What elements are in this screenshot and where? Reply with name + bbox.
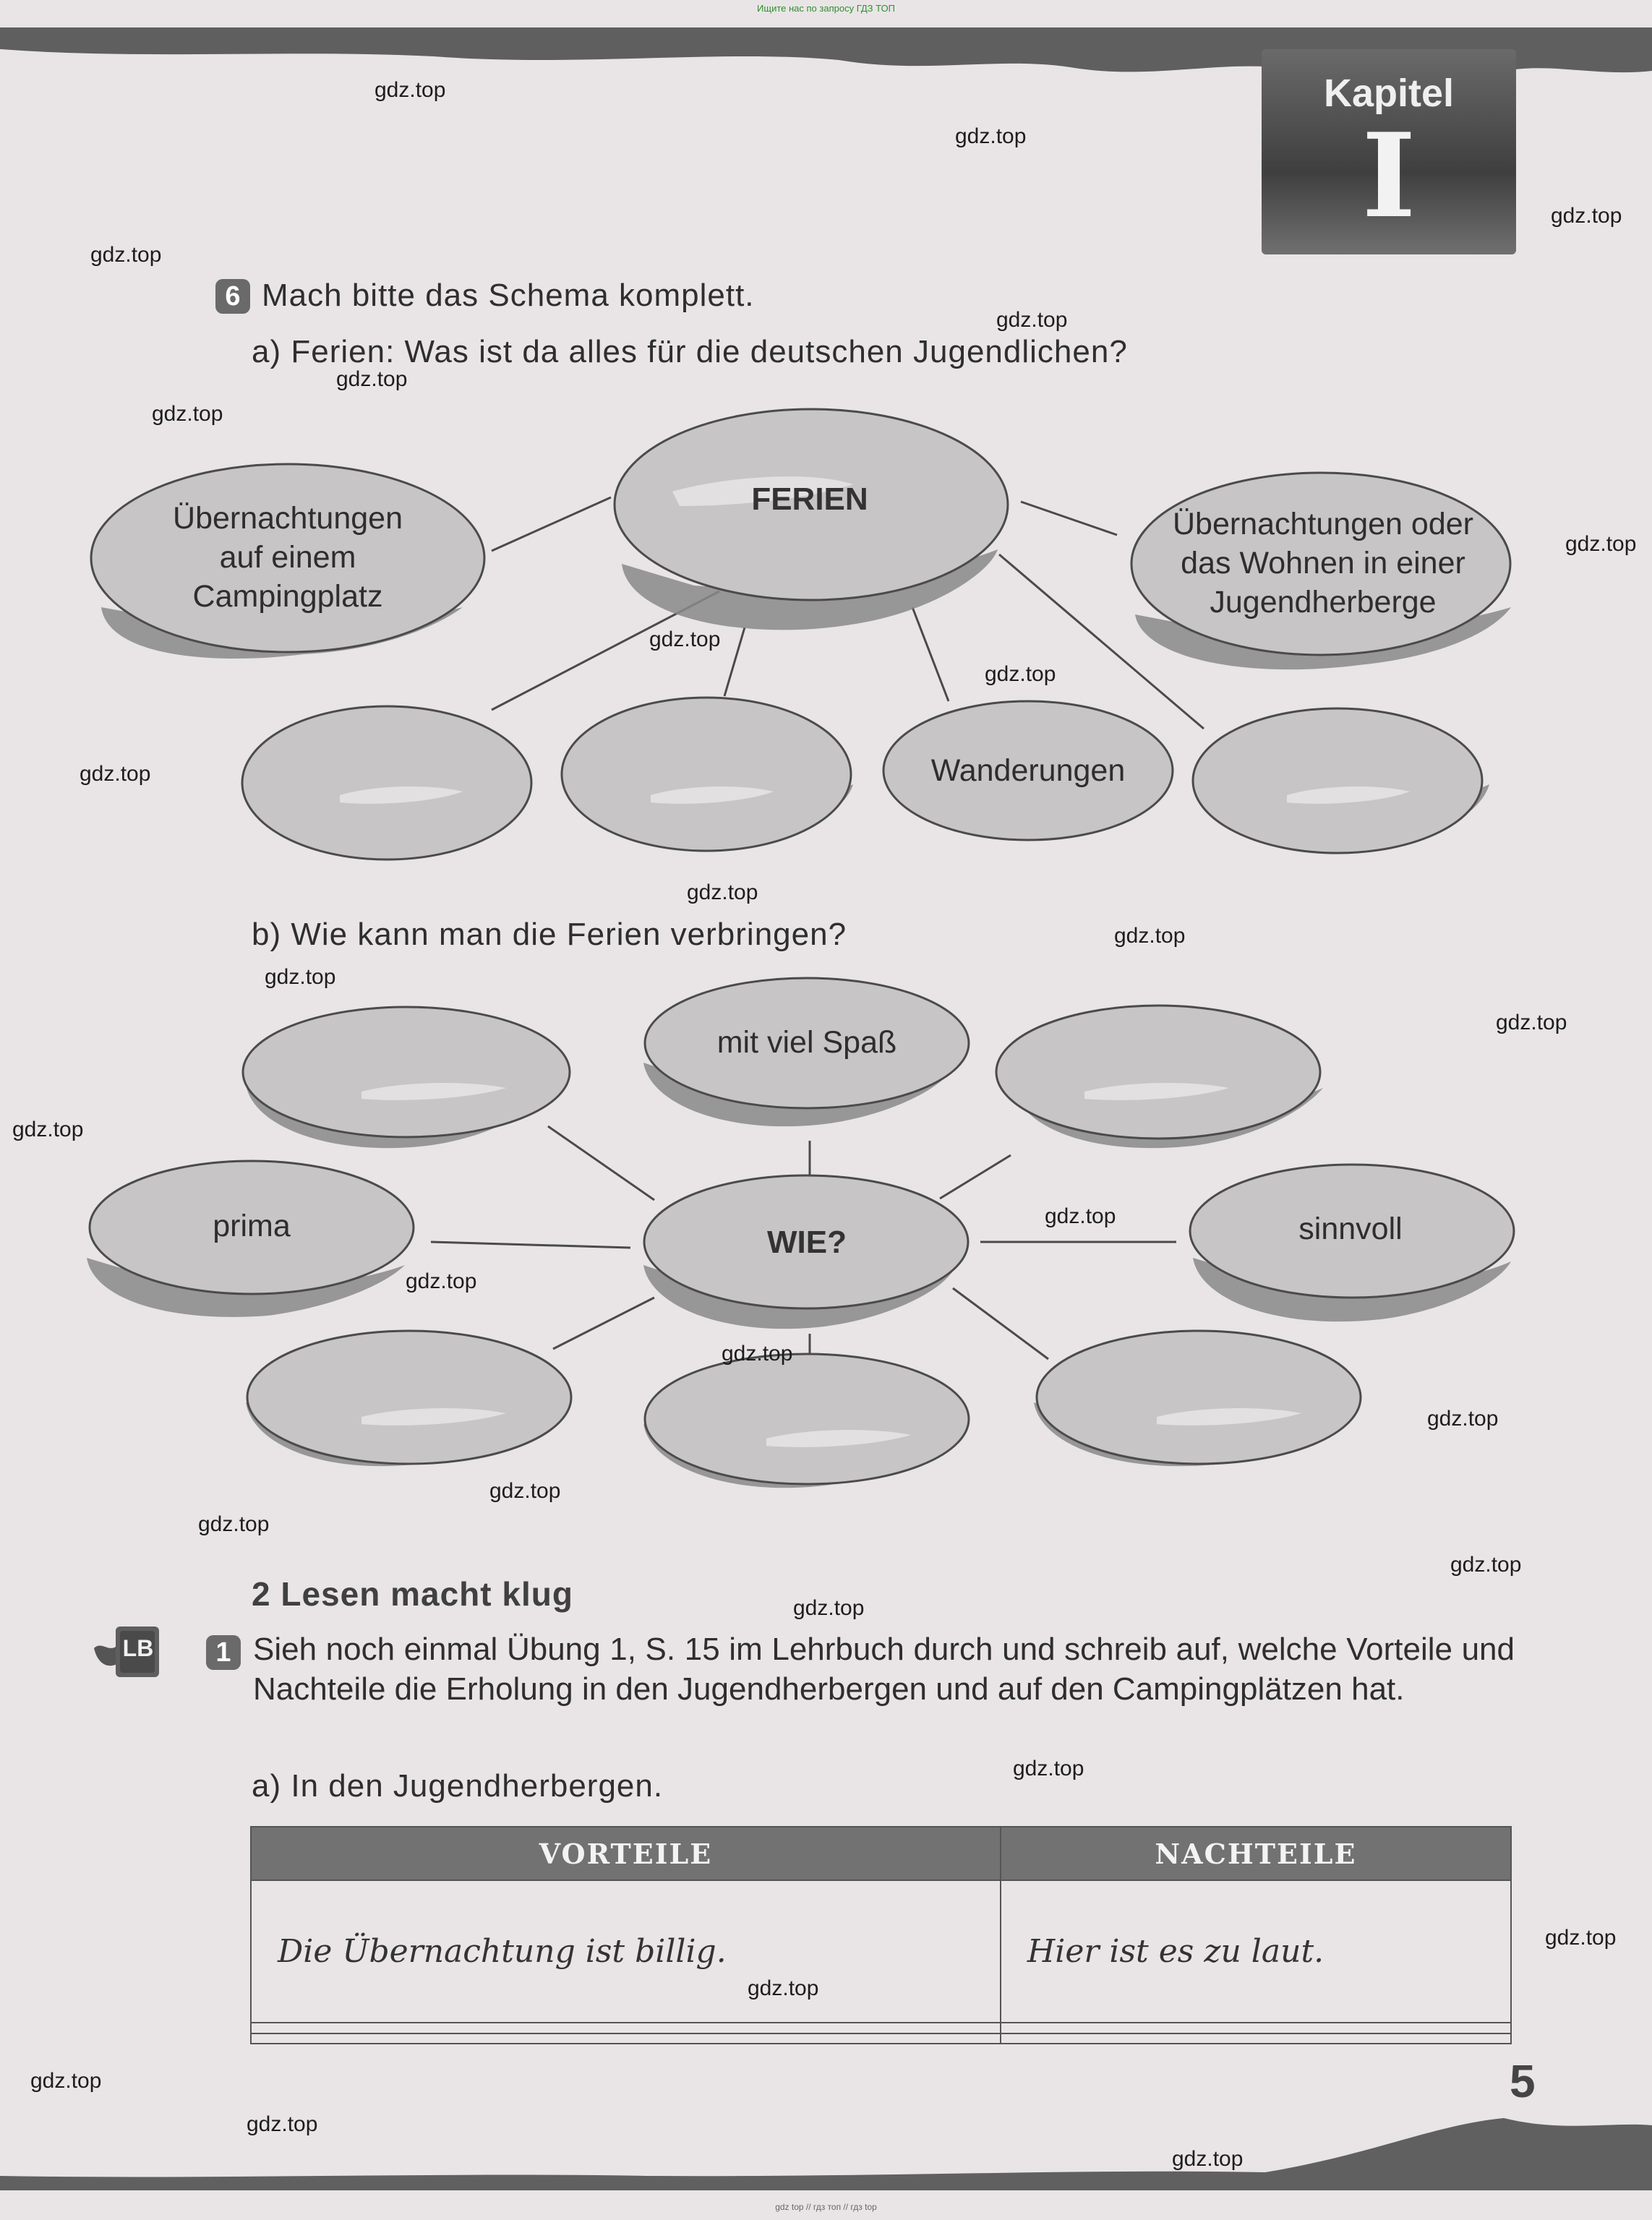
lb-badge: LB [122, 1635, 154, 1661]
watermark: gdz.top [336, 367, 408, 391]
watermark: gdz.top [406, 1269, 477, 1293]
watermark: gdz.top [649, 627, 721, 651]
task-1a-prompt: a) In den Jugendherbergen. [252, 1768, 664, 1804]
bubble-ferien-center: FERIEN [751, 481, 868, 517]
torn-paper-top [0, 27, 1652, 80]
header-vorteile: VORTEILE [250, 1826, 1001, 1881]
bubble-wie-center: WIE? [767, 1225, 847, 1260]
bubble-sinnvoll: sinnvoll [1298, 1212, 1403, 1246]
nachteil-cell[interactable] [999, 2032, 1512, 2045]
nachteil-cell[interactable] [999, 2022, 1512, 2034]
watermark: gdz.top [748, 1976, 819, 2000]
watermark: gdz.top [687, 880, 758, 904]
watermark: gdz.top [12, 1118, 84, 1141]
watermark: gdz.top [955, 124, 1027, 148]
bottom-note: gdz top // гдз топ // гдз top [775, 2202, 877, 2212]
watermark: gdz.top [375, 78, 446, 102]
vorteile-nachteile-table: VORTEILE NACHTEILE Die Übernachtung ist … [250, 1826, 1512, 2045]
vorteil-cell[interactable]: Die Übernachtung ist billig. [250, 1879, 1001, 2024]
bubble-mit-viel-spass: mit viel Spaß [716, 1025, 897, 1060]
watermark: gdz.top [1450, 1553, 1522, 1577]
table-row [250, 2032, 1512, 2045]
task-6b-prompt: b) Wie kann man die Ferien verbringen? [252, 917, 847, 952]
vorteil-cell[interactable] [250, 2022, 1001, 2034]
watermark: gdz.top [793, 1596, 865, 1620]
watermark: gdz.top [1114, 924, 1186, 948]
header-nachteile: NACHTEILE [999, 1826, 1512, 1881]
task-6a-prompt: a) Ferien: Was ist da alles für die deut… [252, 334, 1128, 369]
watermark: gdz.top [152, 402, 223, 426]
wie-diagram [87, 977, 1515, 1488]
top-note: Ищите нас по запросу ГДЗ ТОП [757, 3, 895, 14]
vorteil-cell[interactable] [250, 2032, 1001, 2045]
torn-paper-bottom [0, 2118, 1652, 2190]
task-6-badge: 6 [215, 279, 250, 314]
bubble-wanderungen: Wanderungen [930, 753, 1126, 788]
watermark: gdz.top [247, 2112, 318, 2136]
chapter-label: Kapitel [1323, 72, 1455, 115]
bubble-camping: Übernachtungen auf einem Campingplatz [173, 501, 403, 614]
task-1-text: Sieh noch einmal Übung 1, S. 15 im Lehrb… [253, 1632, 1515, 1707]
task-1-badge: 1 [206, 1635, 241, 1670]
watermark: gdz.top [489, 1479, 561, 1503]
watermark: gdz.top [30, 2069, 102, 2093]
watermark: gdz.top [1013, 1757, 1084, 1780]
chapter-number: I [1361, 108, 1416, 244]
nachteil-cell[interactable]: Hier ist es zu laut. [999, 1879, 1512, 2024]
bubble-jugendherberge: Übernachtungen oder das Wohnen in einer … [1173, 507, 1473, 620]
table-header-row: VORTEILE NACHTEILE [250, 1826, 1512, 1881]
watermark: gdz.top [1427, 1407, 1499, 1431]
watermark: gdz.top [1545, 1926, 1617, 1950]
watermark: gdz.top [1496, 1011, 1567, 1034]
watermark: gdz.top [1551, 204, 1622, 228]
page-number: 5 [1510, 2055, 1536, 2107]
watermark: gdz.top [90, 243, 162, 267]
watermark: gdz.top [996, 308, 1068, 332]
watermark: gdz.top [1172, 2147, 1244, 2171]
watermark: gdz.top [80, 762, 151, 786]
watermark: gdz.top [722, 1342, 793, 1366]
watermark: gdz.top [265, 965, 336, 989]
watermark: gdz.top [198, 1512, 270, 1536]
task-6-title: Mach bitte das Schema komplett. [262, 278, 755, 313]
watermark: gdz.top [1565, 532, 1637, 556]
bubble-prima: prima [213, 1209, 291, 1243]
table-row: Die Übernachtung ist billig. Hier ist es… [250, 1879, 1512, 2024]
chapter-badge: Kapitel I [1262, 49, 1516, 254]
ferien-diagram [90, 408, 1512, 861]
section-2-title: 2 Lesen macht klug [252, 1575, 573, 1613]
lehrbuch-reference-icon: LB [87, 1619, 166, 1684]
table-row [250, 2022, 1512, 2034]
watermark: gdz.top [985, 662, 1056, 686]
watermark: gdz.top [1045, 1204, 1116, 1228]
